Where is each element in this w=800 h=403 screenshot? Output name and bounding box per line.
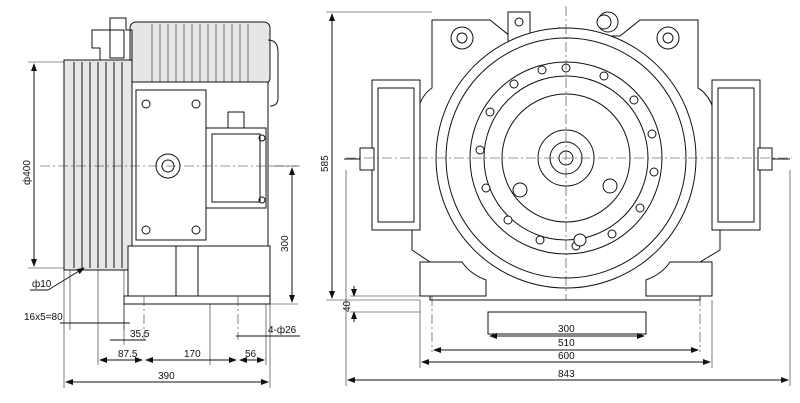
outer-spacing-label: 510 — [558, 338, 575, 349]
cable-gland — [227, 111, 245, 128]
junction-box-cover — [211, 133, 261, 203]
base-height-label: 40 — [342, 300, 353, 312]
shaft-height-label: 300 — [280, 235, 291, 252]
drain-hole — [573, 233, 587, 247]
base-offset-label: 87.5 — [118, 349, 138, 360]
left-foot — [419, 261, 487, 297]
side-tube — [267, 39, 279, 107]
junction-box — [205, 127, 267, 209]
front-view: 585 40 300 510 600 843 — [320, 6, 792, 386]
right-foot — [645, 261, 713, 297]
bolt-spacing-label: 170 — [184, 349, 201, 360]
overall-length-label: 390 — [158, 371, 175, 382]
inner-spacing-label: 300 — [558, 324, 575, 335]
box-screw — [258, 134, 266, 142]
plate-bolt — [141, 225, 151, 235]
corner-lug — [450, 26, 474, 50]
groove-pitch-label: 16x5=80 — [24, 312, 63, 323]
rope-diameter-label: ф10 — [32, 278, 52, 290]
sheave-grooves — [73, 62, 123, 268]
side-view: ф400 ф10 16x5=80 35.5 87.5 170 56 390 — [21, 17, 300, 388]
plate-bolt — [191, 99, 201, 109]
sheave-diameter-label: ф400 — [21, 160, 33, 185]
brake-arm — [109, 29, 125, 59]
left-brake-handle — [359, 147, 375, 171]
box-screw — [258, 196, 266, 204]
overall-width-label: 843 — [558, 369, 575, 380]
left-brake — [371, 79, 421, 231]
bolt-edge-label: 56 — [245, 349, 257, 360]
right-brake — [711, 79, 761, 231]
cooling-fins — [151, 24, 249, 82]
plate-bolt — [191, 225, 201, 235]
plate-bolt — [141, 99, 151, 109]
right-brake-handle — [757, 147, 773, 171]
brake-bracket — [91, 17, 133, 61]
total-height-label: 585 — [320, 155, 331, 172]
inspection-hole — [602, 178, 618, 194]
groove-offset-label: 35.5 — [130, 329, 150, 340]
inspection-hole — [512, 182, 528, 198]
base-block — [127, 245, 271, 297]
mounting-holes-label: 4-ф26 — [268, 324, 297, 336]
base-width-label: 600 — [558, 351, 575, 362]
corner-lug — [656, 26, 680, 50]
base-plate — [123, 295, 271, 305]
